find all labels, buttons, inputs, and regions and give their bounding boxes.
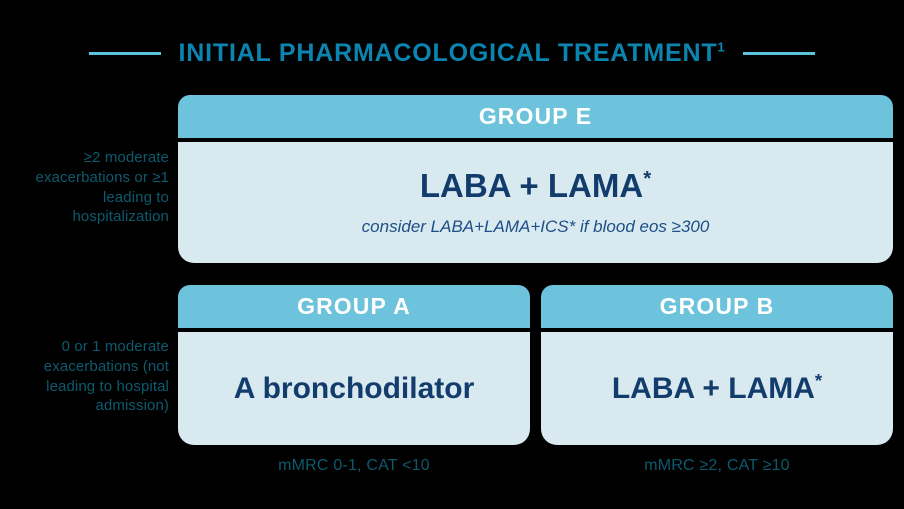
group-a-header-label: GROUP A [297,293,411,319]
page-title-row: INITIAL PHARMACOLOGICAL TREATMENT1 [0,36,904,70]
group-a-treatment: A bronchodilator [234,372,475,405]
group-e-note: consider LABA+LAMA+ICS* if blood eos ≥30… [361,216,710,236]
group-b-footnote: mMRC ≥2, CAT ≥10 [644,457,790,474]
group-a-header: GROUP A [178,285,530,328]
group-e-header: GROUP E [178,95,893,138]
group-b-treatment: LABA + LAMA* [611,370,823,405]
group-b-header: GROUP B [541,285,893,328]
group-a-treatment-text: A bronchodilator [233,372,475,405]
page-title: INITIAL PHARMACOLOGICAL TREATMENT1 [178,38,726,67]
page-title-text: INITIAL PHARMACOLOGICAL TREATMENT [178,38,718,67]
title-rule-left [88,51,161,55]
group-b-body: LABA + LAMA* [541,332,893,445]
group-a-body: A bronchodilator [178,332,530,445]
group-e-treatment: LABA + LAMA* [419,166,652,204]
group-a-footnote: mMRC 0-1, CAT <10 [278,457,430,474]
side-label-groups-ab: 0 or 1 moderate exacerbations (not leadi… [43,338,169,415]
group-b-treatment-text: LABA + LAMA [611,372,815,405]
group-e-body: LABA + LAMA* consider LABA+LAMA+ICS* if … [178,142,893,263]
group-e-header-label: GROUP E [478,103,593,129]
side-label-group-e: ≥2 moderate exacerbations or ≥1 leading … [35,149,169,226]
title-rule-right [743,51,816,55]
group-b-header-label: GROUP B [659,293,775,319]
group-b-treatment-marker: * [814,370,823,391]
group-e-treatment-text: LABA + LAMA [419,166,644,204]
page-title-superscript: 1 [717,39,726,55]
group-e-treatment-marker: * [643,166,652,190]
